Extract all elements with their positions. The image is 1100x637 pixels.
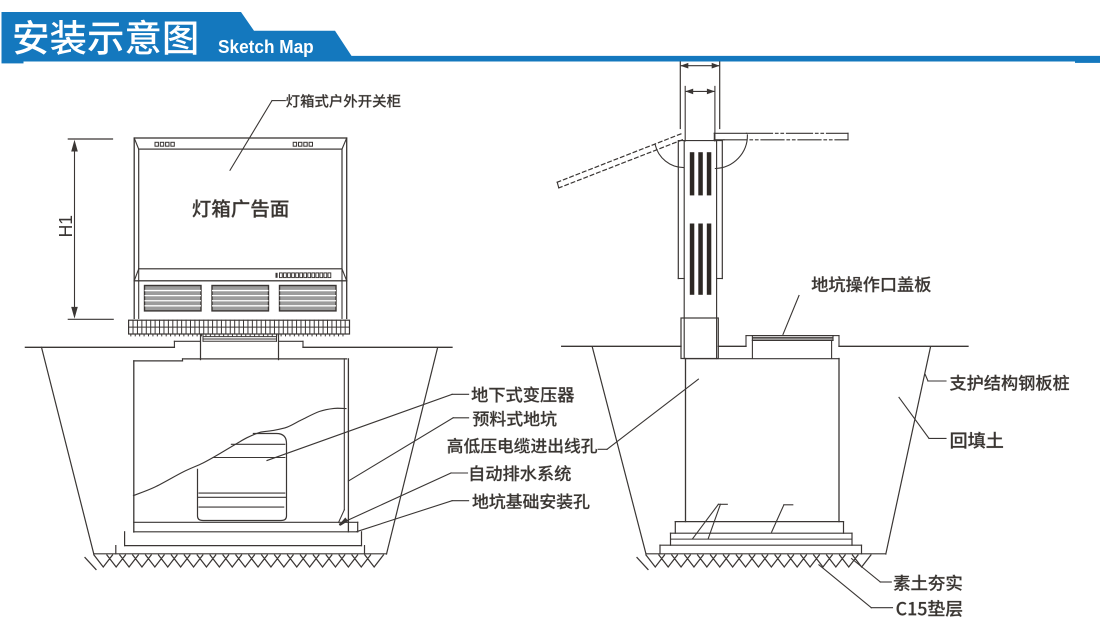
- svg-text:H1: H1: [55, 215, 76, 237]
- svg-text:Sketch Map: Sketch Map: [218, 36, 314, 57]
